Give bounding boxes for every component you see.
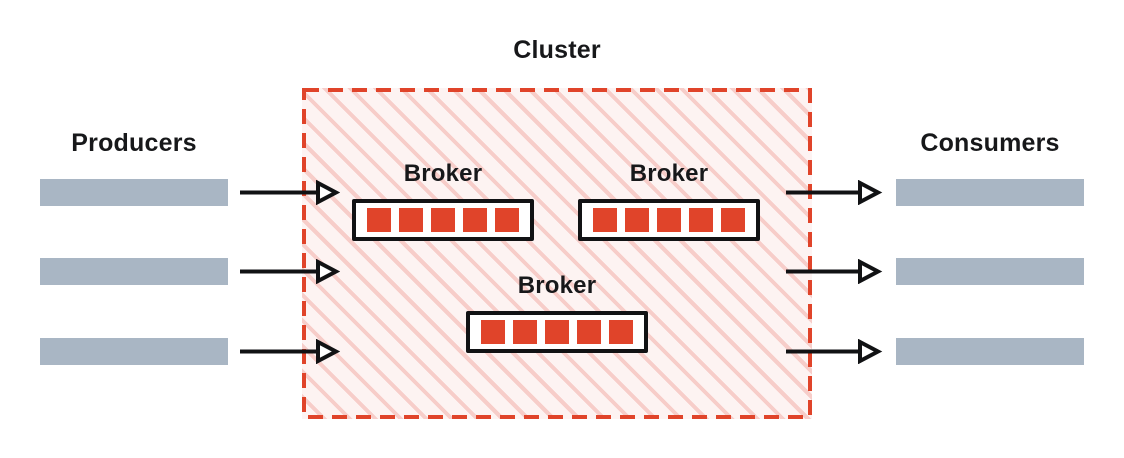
produce-arrow-2 bbox=[240, 259, 340, 284]
producer-bar-2[interactable] bbox=[40, 258, 228, 285]
partition bbox=[513, 320, 537, 344]
partition bbox=[721, 208, 745, 232]
partition bbox=[657, 208, 681, 232]
broker-1-label: Broker bbox=[403, 160, 483, 187]
broker-2[interactable]: Broker bbox=[578, 160, 760, 241]
broker-2-partitions bbox=[578, 199, 760, 241]
consumer-bar-3[interactable] bbox=[896, 338, 1084, 365]
broker-1[interactable]: Broker bbox=[352, 160, 534, 241]
partition bbox=[625, 208, 649, 232]
produce-arrow-3 bbox=[240, 339, 340, 364]
producers-title: Producers bbox=[71, 129, 197, 157]
consumer-bar-1[interactable] bbox=[896, 179, 1084, 206]
broker-3-label: Broker bbox=[517, 272, 597, 299]
broker-3[interactable]: Broker bbox=[466, 272, 648, 353]
partition bbox=[593, 208, 617, 232]
cluster-region bbox=[302, 88, 812, 419]
partition bbox=[689, 208, 713, 232]
producer-bar-1[interactable] bbox=[40, 179, 228, 206]
producer-bar-3[interactable] bbox=[40, 338, 228, 365]
cluster-title: Cluster bbox=[513, 36, 601, 64]
partition bbox=[545, 320, 569, 344]
partition bbox=[577, 320, 601, 344]
consume-arrow-3 bbox=[786, 339, 883, 364]
partition bbox=[399, 208, 423, 232]
broker-2-label: Broker bbox=[629, 160, 709, 187]
consumer-bar-2[interactable] bbox=[896, 258, 1084, 285]
partition bbox=[495, 208, 519, 232]
consume-arrow-1 bbox=[786, 180, 883, 205]
consumers-title: Consumers bbox=[920, 129, 1060, 157]
partition bbox=[481, 320, 505, 344]
broker-3-partitions bbox=[466, 311, 648, 353]
broker-1-partitions bbox=[352, 199, 534, 241]
produce-arrow-1 bbox=[240, 180, 340, 205]
partition bbox=[609, 320, 633, 344]
partition bbox=[367, 208, 391, 232]
partition bbox=[431, 208, 455, 232]
consume-arrow-2 bbox=[786, 259, 883, 284]
partition bbox=[463, 208, 487, 232]
